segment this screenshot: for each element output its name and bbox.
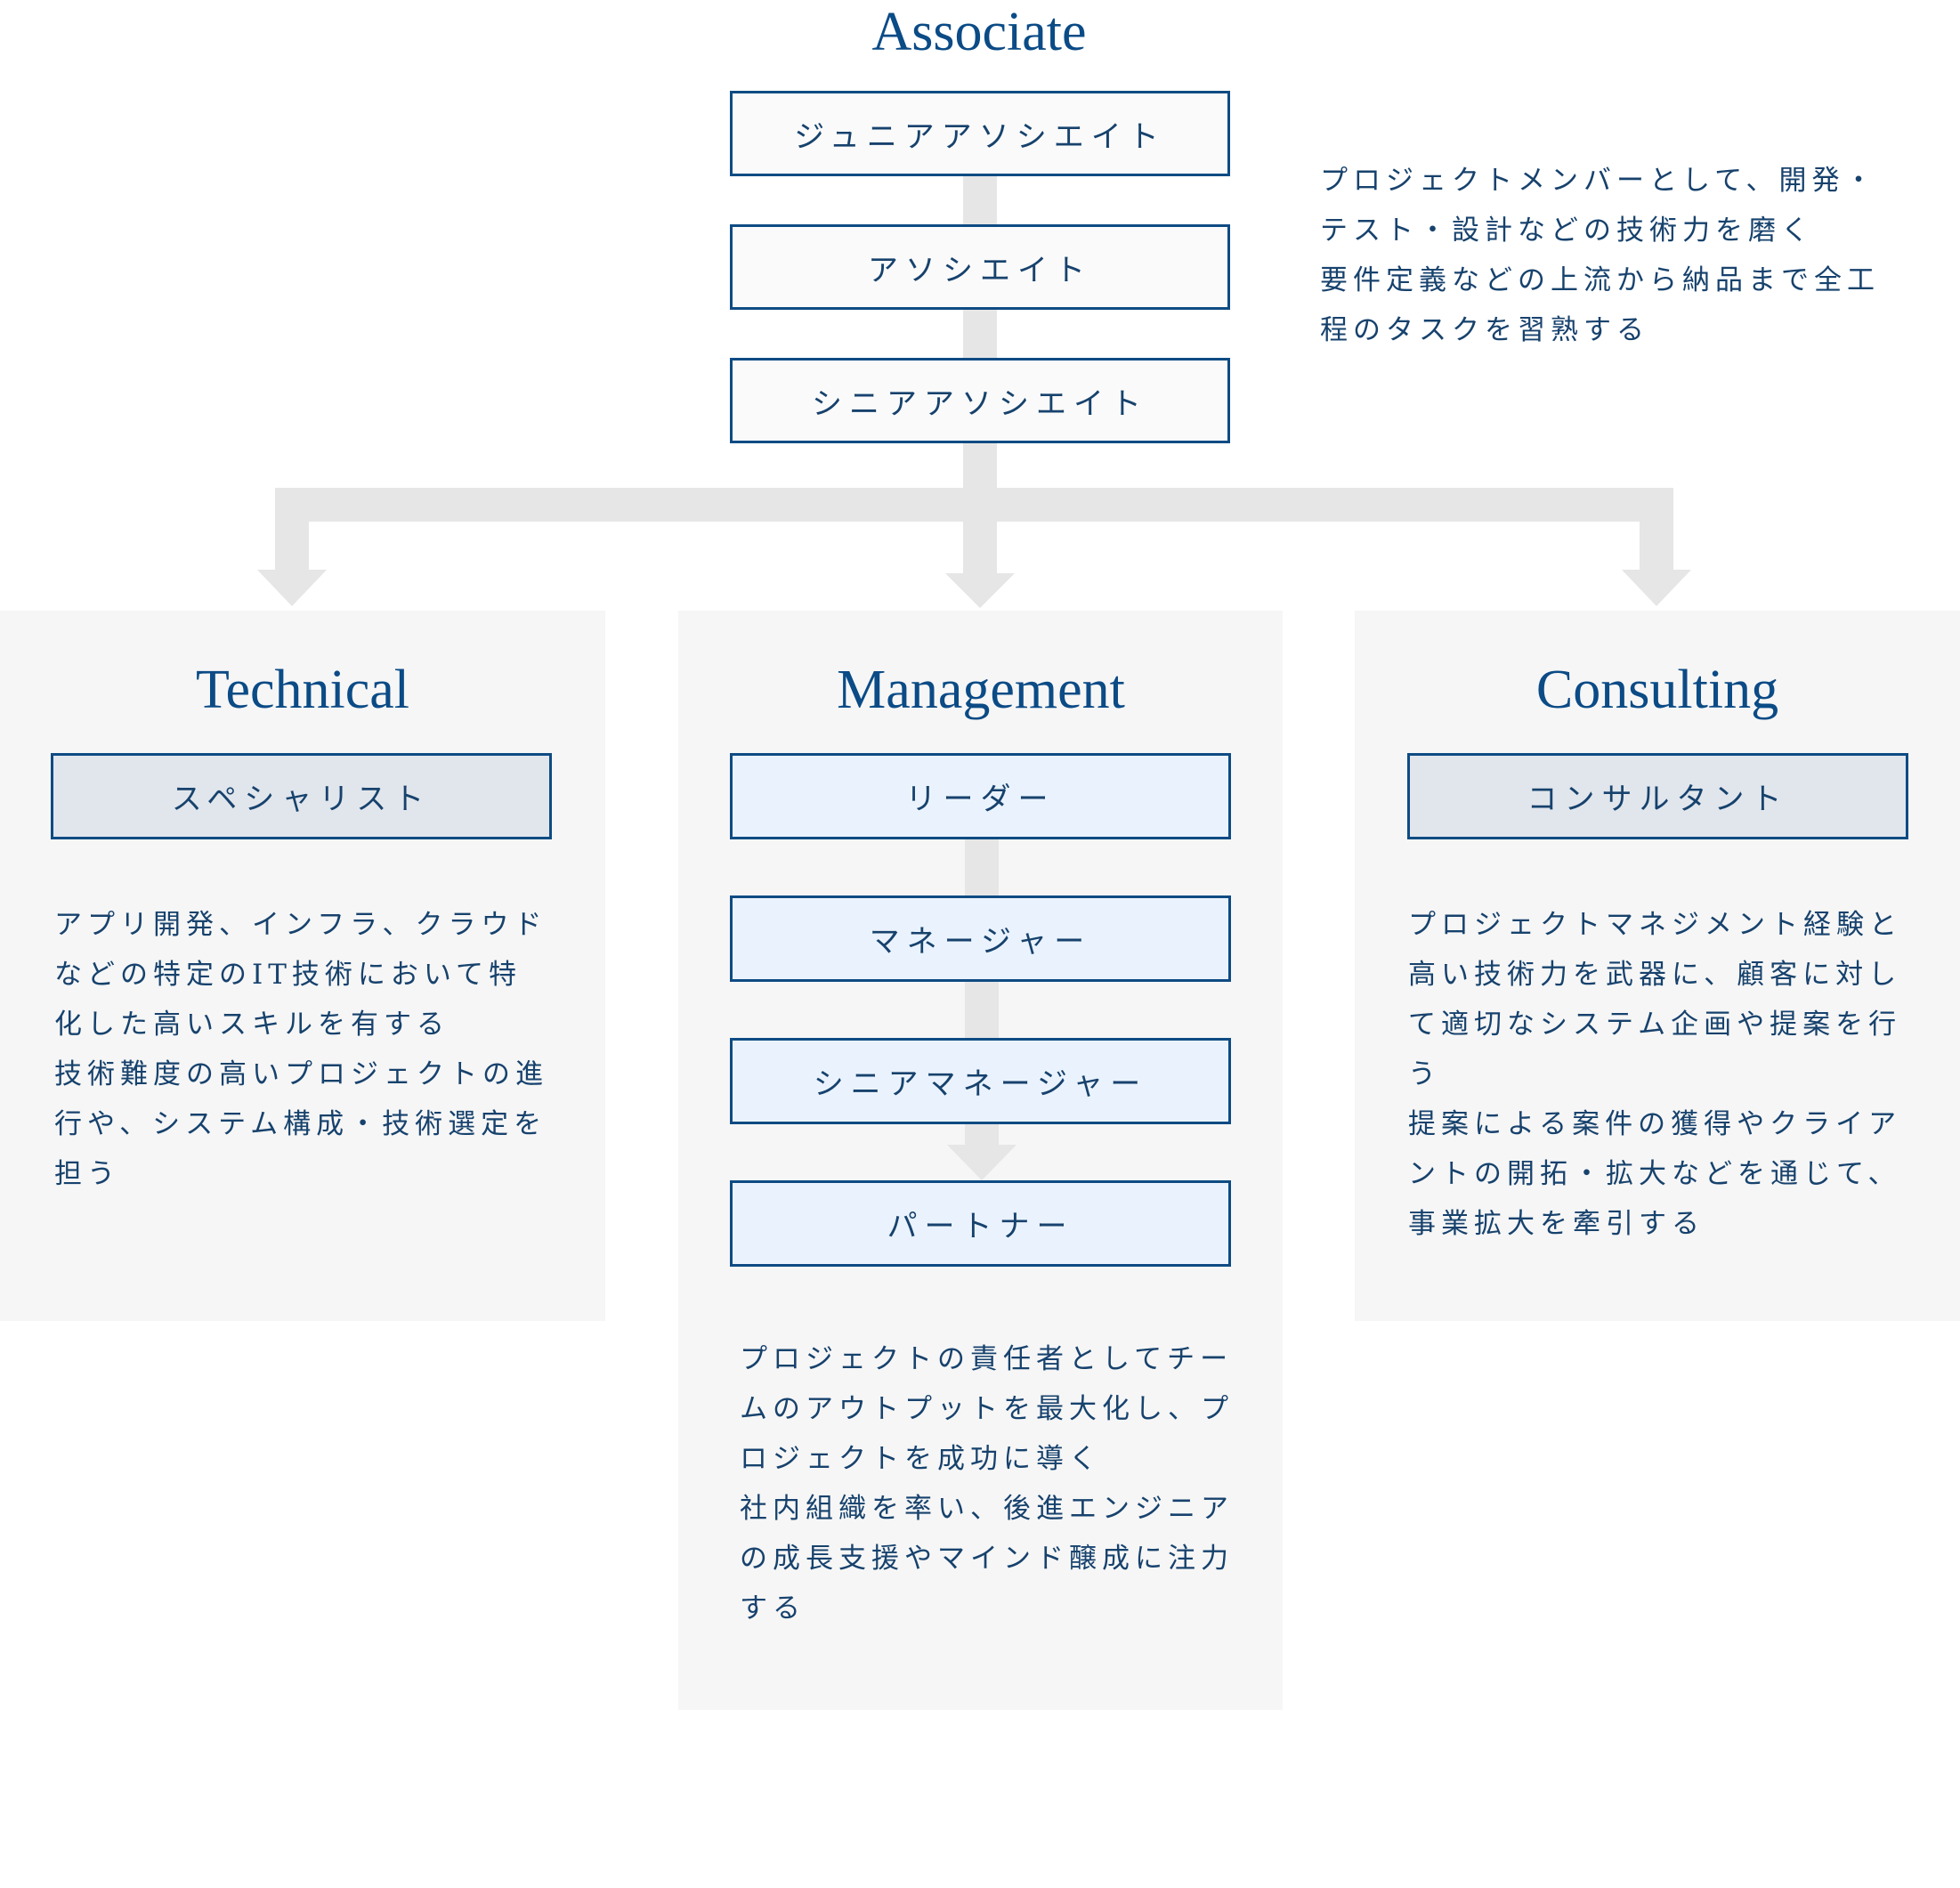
associate-description-line: 程のタスクを習熟する	[1320, 314, 1649, 346]
level-leader: リーダー	[730, 753, 1231, 839]
management-description-line: プロジェクトの責任者としてチー	[740, 1343, 1234, 1375]
management-description: プロジェクトの責任者としてチー ムのアウトプットを最大化し、プ ロジェクトを成功…	[740, 1334, 1274, 1633]
consulting-panel	[1355, 611, 1960, 1321]
technical-description-line: などの特定のIT技術において特	[54, 959, 522, 991]
level-partner: パートナー	[730, 1180, 1231, 1267]
level-consultant: コンサルタント	[1407, 753, 1908, 839]
branch-center-stem	[963, 488, 997, 573]
technical-description: アプリ開発、インフラ、クラウド などの特定のIT技術において特 化した高いスキル…	[54, 900, 597, 1199]
arrowhead-technical	[257, 570, 327, 606]
management-description-line: の成長支援やマインド醸成に注力	[740, 1543, 1234, 1575]
consulting-description-line: う	[1408, 1058, 1441, 1090]
consulting-description-line: 高い技術力を武器に、顧客に対し	[1408, 959, 1902, 991]
consulting-description-line: て適切なシステム企画や提案を行	[1408, 1009, 1902, 1041]
arrowhead-management	[945, 573, 1015, 608]
consulting-description-line: プロジェクトマネジメント経験と	[1408, 909, 1902, 941]
consulting-description-line: 提案による案件の獲得やクライア	[1408, 1108, 1902, 1140]
arrowhead-partner	[947, 1145, 1016, 1180]
associate-description-line: 要件定義などの上流から納品まで全工	[1320, 264, 1880, 296]
technical-heading: Technical	[195, 660, 410, 720]
level-senior-manager: シニアマネージャー	[730, 1038, 1231, 1124]
branch-right-stem	[1640, 488, 1673, 573]
associate-description-line: プロジェクトメンバーとして、開発・	[1320, 165, 1878, 197]
arrowhead-consulting	[1622, 570, 1691, 606]
associate-description-line: テスト・設計などの技術力を磨く	[1320, 215, 1814, 247]
management-description-line: 社内組織を率い、後進エンジニア	[740, 1493, 1234, 1525]
associate-description: プロジェクトメンバーとして、開発・ テスト・設計などの技術力を磨く 要件定義など…	[1320, 156, 1943, 355]
technical-description-line: 行や、システム構成・技術選定を	[54, 1108, 547, 1140]
technical-description-line: 化した高いスキルを有する	[54, 1009, 450, 1041]
technical-panel	[0, 611, 605, 1321]
consulting-heading: Consulting	[1535, 660, 1779, 720]
management-description-line: ロジェクトを成功に導く	[740, 1443, 1102, 1475]
level-junior-associate: ジュニアアソシエイト	[730, 91, 1230, 176]
level-manager: マネージャー	[730, 895, 1231, 982]
management-description-line: ムのアウトプットを最大化し、プ	[740, 1393, 1234, 1425]
management-heading: Management	[837, 660, 1125, 720]
consulting-description-line: ントの開拓・拡大などを通じて、	[1408, 1158, 1901, 1190]
consulting-description-line: 事業拡大を牽引する	[1408, 1208, 1705, 1240]
technical-description-line: 担う	[54, 1158, 120, 1190]
branch-left-stem	[275, 488, 309, 573]
technical-description-line: 技術難度の高いプロジェクトの進	[54, 1058, 548, 1090]
associate-heading: Associate	[871, 2, 1087, 62]
technical-description-line: アプリ開発、インフラ、クラウド	[54, 909, 547, 941]
level-specialist: スペシャリスト	[51, 753, 552, 839]
management-description-line: する	[740, 1592, 806, 1625]
consulting-description: プロジェクトマネジメント経験と 高い技術力を武器に、顧客に対し て適切なシステム…	[1408, 900, 1951, 1249]
level-associate: アソシエイト	[730, 224, 1230, 310]
level-senior-associate: シニアアソシエイト	[730, 358, 1230, 443]
